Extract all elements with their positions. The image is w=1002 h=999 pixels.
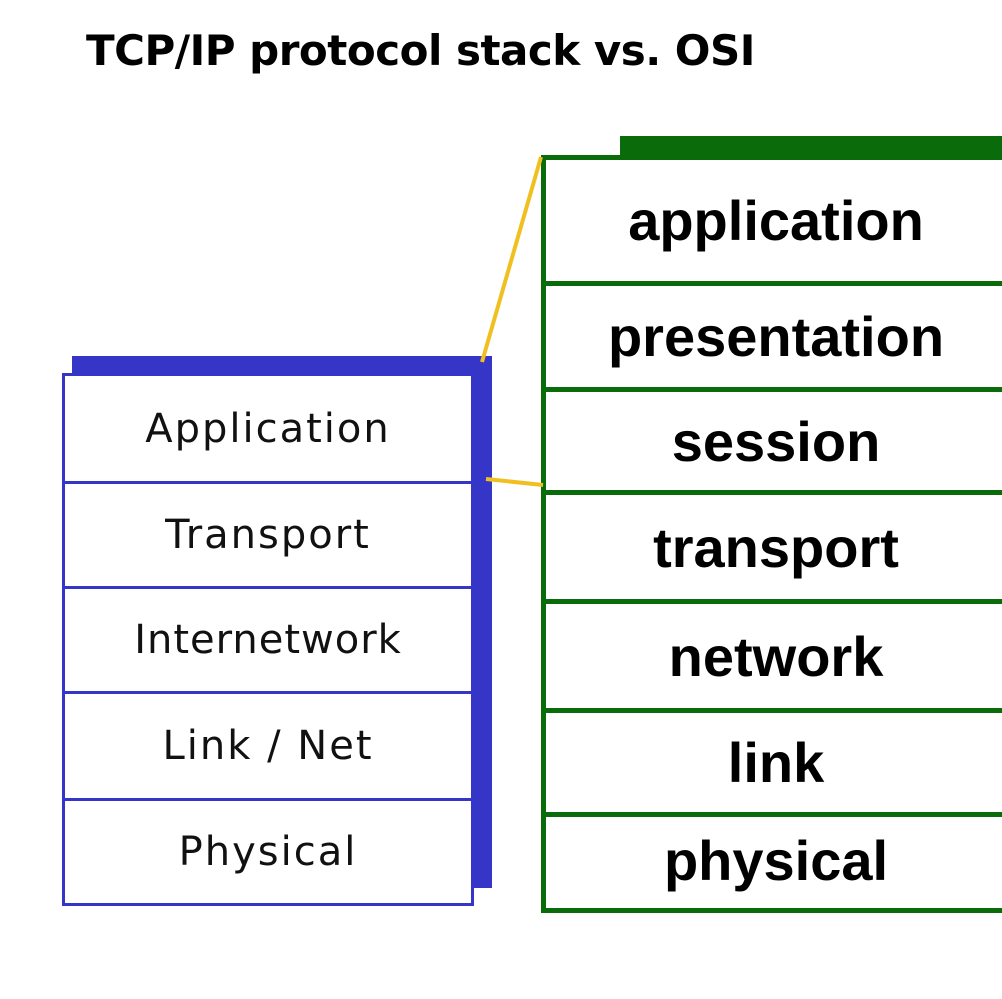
osi-layer-transport: transport bbox=[653, 515, 899, 579]
osi-divider bbox=[546, 599, 1002, 604]
osi-divider bbox=[546, 490, 1002, 495]
tcpip-layer-application: Application bbox=[145, 405, 391, 452]
connector-bottom bbox=[485, 477, 544, 487]
tcpip-stack: Application Transport Internetwork Link … bbox=[62, 373, 474, 906]
osi-layer-physical: physical bbox=[663, 828, 889, 892]
osi-layer-network: network bbox=[668, 624, 884, 688]
diagram-title: TCP/IP protocol stack vs. OSI bbox=[86, 26, 755, 75]
tcpip-divider bbox=[65, 586, 471, 589]
tcpip-divider bbox=[65, 481, 471, 484]
connector-top bbox=[480, 156, 543, 363]
osi-divider bbox=[546, 812, 1002, 817]
osi-divider bbox=[546, 281, 1002, 286]
osi-stack: application presentation session transpo… bbox=[541, 155, 1002, 913]
tcpip-layer-link-net: Link / Net bbox=[162, 723, 374, 769]
osi-layer-link: link bbox=[727, 731, 825, 794]
tcpip-layer-physical: Physical bbox=[178, 829, 358, 875]
osi-divider bbox=[546, 708, 1002, 713]
osi-layer-application: application bbox=[628, 189, 924, 252]
tcpip-layer-internetwork: Internetwork bbox=[134, 617, 402, 663]
osi-divider bbox=[546, 387, 1002, 392]
tcpip-divider bbox=[65, 798, 471, 801]
osi-layer-presentation: presentation bbox=[607, 305, 945, 368]
osi-layer-session: session bbox=[671, 409, 881, 473]
tcpip-layer-transport: Transport bbox=[165, 512, 371, 558]
tcpip-divider bbox=[65, 691, 471, 694]
